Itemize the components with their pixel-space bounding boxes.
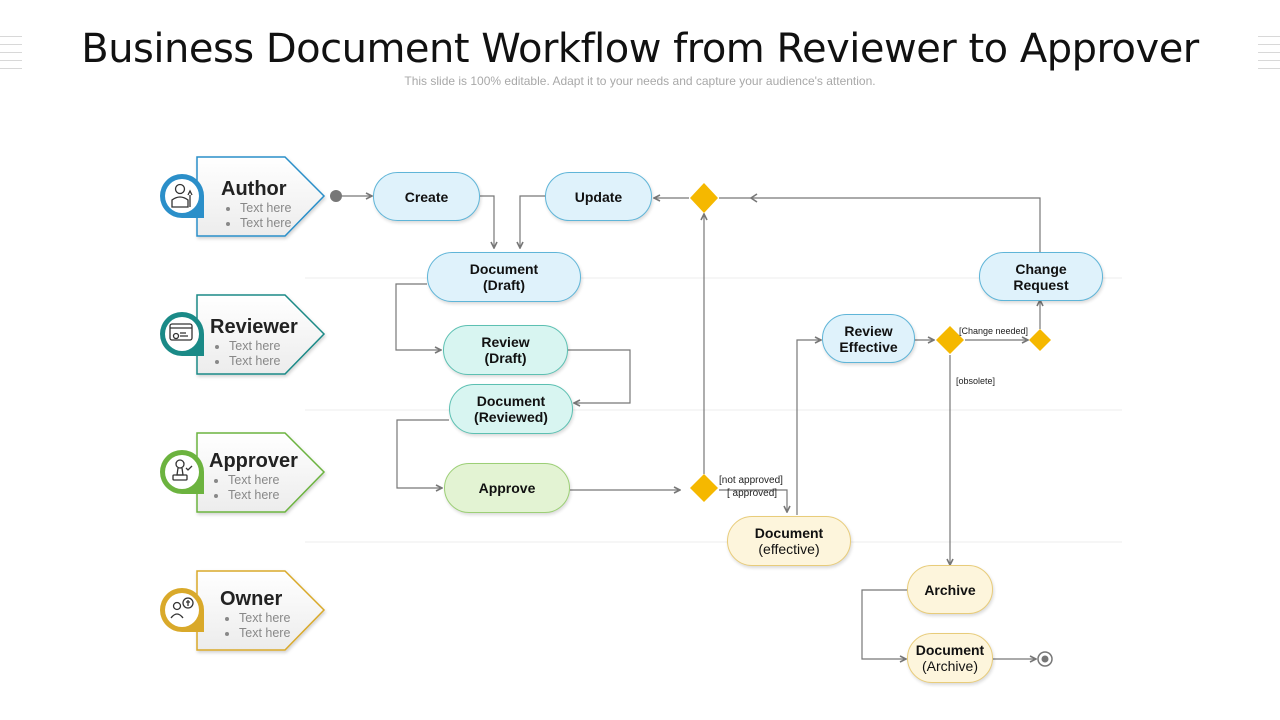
role-title-author: Author bbox=[221, 178, 287, 200]
role-bullets-reviewer: Text here Text here bbox=[211, 339, 280, 369]
role-bullets-owner: Text here Text here bbox=[221, 611, 290, 641]
node-label: Document bbox=[754, 525, 824, 541]
owner-icon bbox=[170, 597, 194, 619]
node-label: Effective bbox=[839, 338, 898, 355]
node-label: (Draft) bbox=[484, 350, 527, 366]
reviewer-icon bbox=[169, 323, 193, 341]
node-review-draft[interactable]: Review (Draft) bbox=[443, 325, 568, 375]
decision-diamonds bbox=[690, 183, 1051, 502]
role-bullet: Text here bbox=[239, 626, 290, 641]
role-bullet: Text here bbox=[240, 201, 291, 216]
connector-archive-doc bbox=[861, 589, 907, 659]
role-tag-approver bbox=[160, 432, 326, 513]
role-bullet: Text here bbox=[229, 339, 280, 354]
node-review-effective[interactable]: Review Effective bbox=[822, 314, 915, 363]
connector-update-draft bbox=[520, 195, 545, 248]
role-title-reviewer: Reviewer bbox=[210, 316, 298, 338]
decorative-lines-left bbox=[0, 36, 22, 70]
node-label: Change bbox=[1015, 260, 1067, 277]
node-archive[interactable]: Archive bbox=[907, 565, 993, 614]
role-tag-reviewer bbox=[160, 294, 326, 375]
role-bullets-author: Text here Text here bbox=[222, 201, 291, 231]
node-label: Request bbox=[1013, 276, 1069, 293]
connector-create-draft bbox=[480, 195, 494, 248]
role-bullet: Text here bbox=[240, 216, 291, 231]
page-title: Business Document Workflow from Reviewer… bbox=[81, 26, 1199, 72]
node-label: (effective) bbox=[758, 541, 820, 557]
node-label: Approve bbox=[478, 480, 536, 496]
label-approved: [ approved] bbox=[727, 488, 778, 499]
node-label: (Reviewed) bbox=[474, 409, 548, 425]
connector-reviewed-approve bbox=[396, 419, 449, 488]
start-node bbox=[330, 190, 342, 202]
role-bullets-approver: Text here Text here bbox=[210, 473, 279, 503]
label-obsolete: [obsolete] bbox=[956, 376, 996, 386]
node-create[interactable]: Create bbox=[373, 172, 480, 221]
node-approve[interactable]: Approve bbox=[444, 463, 570, 513]
node-document-draft[interactable]: Document (Draft) bbox=[427, 252, 581, 302]
node-document-effective[interactable]: Document (effective) bbox=[727, 516, 851, 566]
label-not-approved: [not approved] bbox=[719, 475, 783, 486]
node-label: Document bbox=[476, 393, 546, 409]
node-label: Create bbox=[404, 188, 449, 205]
node-document-archive[interactable]: Document (Archive) bbox=[907, 633, 993, 683]
connector-effective-review bbox=[796, 340, 821, 515]
node-update[interactable]: Update bbox=[545, 172, 652, 221]
role-tag-owner bbox=[160, 570, 326, 651]
connector-draft-review bbox=[395, 283, 441, 350]
node-label: Update bbox=[574, 188, 623, 205]
decision-update bbox=[690, 183, 718, 213]
node-label: (Archive) bbox=[921, 658, 978, 674]
decorative-lines-right bbox=[1258, 36, 1280, 70]
role-bullet: Text here bbox=[228, 488, 279, 503]
approver-stamp-icon bbox=[172, 459, 193, 481]
lane-separators bbox=[305, 277, 1122, 543]
connector-change-request-back bbox=[719, 197, 1041, 252]
decision-change bbox=[1029, 329, 1051, 351]
label-change-needed: [Change needed] bbox=[959, 326, 1029, 336]
connectors bbox=[342, 194, 1040, 659]
node-document-reviewed[interactable]: Document (Reviewed) bbox=[449, 384, 573, 434]
role-title-approver: Approver bbox=[209, 450, 298, 472]
end-node bbox=[1037, 651, 1053, 667]
decision-review bbox=[936, 326, 964, 354]
decision-approval bbox=[690, 474, 718, 502]
node-label: Document bbox=[469, 261, 539, 277]
role-tag-author bbox=[160, 156, 326, 237]
node-label: (Draft) bbox=[483, 277, 525, 293]
role-bullet: Text here bbox=[229, 354, 280, 369]
page-subtitle: This slide is 100% editable. Adapt it to… bbox=[404, 74, 876, 88]
connector-approved-effective bbox=[719, 489, 787, 512]
node-label: Review bbox=[844, 322, 893, 339]
author-icon bbox=[171, 183, 193, 208]
role-bullet: Text here bbox=[239, 611, 290, 626]
node-label: Review bbox=[481, 334, 530, 350]
node-label: Archive bbox=[924, 581, 976, 598]
role-bullet: Text here bbox=[228, 473, 279, 488]
connector-review-reviewed bbox=[567, 349, 631, 403]
role-title-owner: Owner bbox=[220, 588, 283, 610]
node-change-request[interactable]: Change Request bbox=[979, 252, 1103, 301]
node-label: Document bbox=[915, 642, 985, 658]
